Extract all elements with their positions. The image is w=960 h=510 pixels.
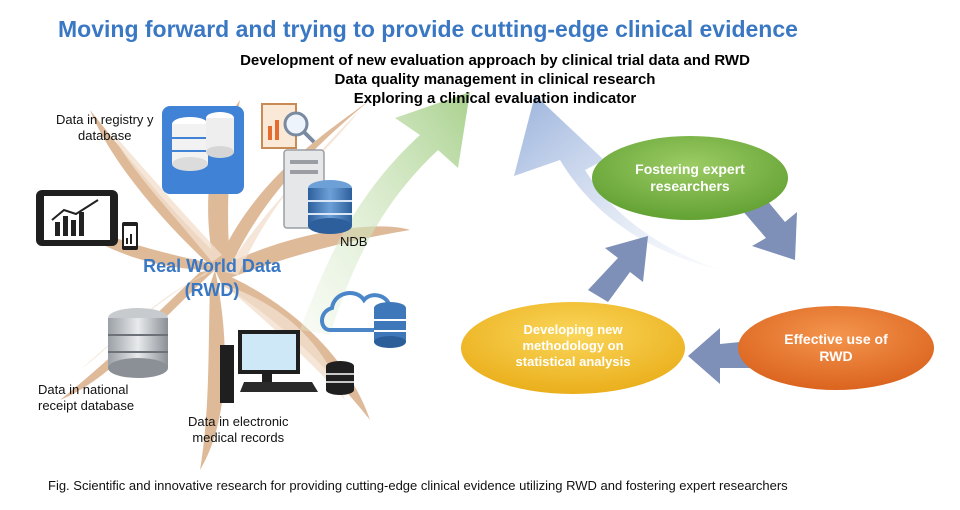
subtitle-3: Exploring a clinical evaluation indicato… bbox=[353, 90, 637, 107]
national-label: Data in national receipt database bbox=[38, 382, 135, 413]
tablet-chart-icon bbox=[36, 190, 118, 246]
rwd-title-line1: Real World Data bbox=[143, 256, 281, 276]
national-database-icon bbox=[108, 308, 168, 378]
black-database-icon bbox=[326, 361, 354, 395]
developing-node bbox=[461, 302, 685, 394]
cloud-database-icon bbox=[320, 291, 406, 348]
effective-label: Effective use of RWD bbox=[784, 331, 888, 364]
subtitle-2: Data quality management in clinical rese… bbox=[334, 71, 656, 88]
emr-computer-icon bbox=[220, 330, 318, 403]
registry-label: Data in registry y database bbox=[56, 112, 154, 143]
developing-label: Developing new methodology on statistica… bbox=[515, 322, 631, 369]
rwd-title-line2: (RWD) bbox=[184, 280, 240, 300]
green-upward-arrow bbox=[300, 92, 470, 335]
phone-chart-icon bbox=[122, 222, 138, 250]
fostering-node bbox=[592, 136, 788, 220]
arrow-developing-to-fostering bbox=[588, 236, 648, 302]
registry-database-icon bbox=[162, 106, 244, 194]
ndb-label: NDB bbox=[340, 234, 368, 249]
ndb-server-icon bbox=[283, 149, 352, 234]
diagram-title: Moving forward and trying to provide cut… bbox=[58, 16, 798, 42]
emr-label: Data in electronic medical records bbox=[188, 414, 289, 445]
rwd-swirl-shade bbox=[80, 110, 360, 400]
report-magnifier-icon bbox=[261, 103, 316, 149]
figure-caption: Fig. Scientific and innovative research … bbox=[48, 478, 788, 493]
subtitle-1: Development of new evaluation approach b… bbox=[240, 52, 750, 69]
effective-node bbox=[738, 306, 934, 390]
fostering-label: Fostering expert researchers bbox=[635, 161, 745, 194]
blue-upward-arrow bbox=[514, 95, 720, 270]
